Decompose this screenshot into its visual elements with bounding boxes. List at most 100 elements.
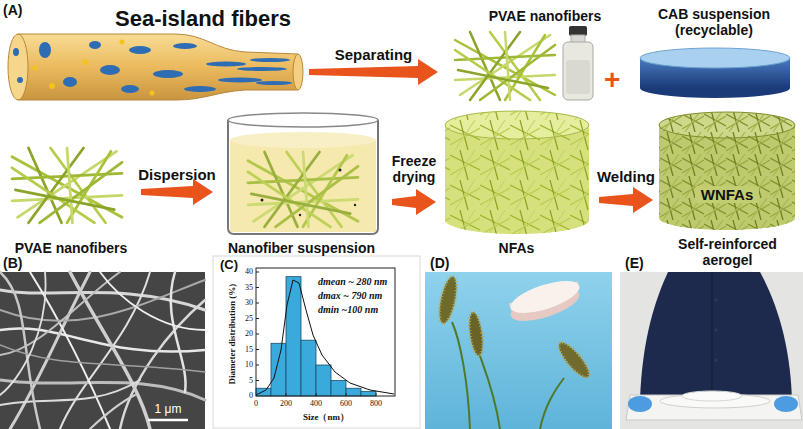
sea-island-fiber-part xyxy=(33,40,155,96)
sea-island-fiber-part-part xyxy=(63,77,77,87)
chart-text: 5 xyxy=(249,376,253,385)
sem-image-part-part xyxy=(0,272,46,395)
beaker-part xyxy=(248,152,358,227)
handheld-photo-part xyxy=(628,396,652,412)
sea-island-fiber-part-part xyxy=(218,78,262,83)
sem-image-part-part xyxy=(100,272,205,330)
handheld-photo-part xyxy=(640,272,792,400)
chart-text: 0 xyxy=(249,391,253,400)
sea-island-fiber-part-part xyxy=(250,58,290,62)
histogram-part-part xyxy=(256,334,259,335)
histogram-part-part xyxy=(256,349,259,350)
sea-island-fiber-part-part xyxy=(129,46,151,54)
process-node: WNFAsSelf-reinforced aerogel xyxy=(655,110,800,270)
beaker-part-part xyxy=(354,204,356,206)
sea-island-fiber-part-part xyxy=(82,59,88,65)
process-node: CAB suspension (recyclable) xyxy=(628,2,800,102)
sea-island-fiber-part-part xyxy=(17,77,23,83)
handheld-photo-part-part xyxy=(714,328,717,331)
sea-island-fiber-part xyxy=(293,54,303,90)
panel-label: + xyxy=(604,64,620,96)
histogram-part-part xyxy=(256,287,259,288)
handheld-photo-part xyxy=(774,396,798,412)
beaker-part xyxy=(228,120,378,234)
sea-island-fiber-part-part xyxy=(184,86,216,92)
handheld-photo-part xyxy=(711,272,713,400)
sem-image-part xyxy=(0,272,205,429)
histogram-part-part xyxy=(331,381,346,397)
chart-text: 15 xyxy=(245,345,253,354)
sea-island-fiber-part-part xyxy=(256,81,292,85)
chart-text: dmax ~ 790 nm xyxy=(318,290,382,302)
sem-image-part-part xyxy=(30,272,110,429)
histogram-part-part xyxy=(256,365,259,366)
foxtail-photo-part xyxy=(425,272,612,429)
chart-text: dmin ~100 nm xyxy=(318,304,378,316)
panel-label: (E) xyxy=(625,255,644,271)
sea-island-fiber-part-part xyxy=(206,61,246,66)
sem-image-part-part xyxy=(90,395,135,429)
histogram xyxy=(213,256,420,428)
chart-text: 400 xyxy=(310,399,322,408)
node-title: NFAs xyxy=(438,240,595,256)
nfa-cylinder-part xyxy=(445,111,589,139)
process-arrow xyxy=(392,189,436,215)
beaker-part-part xyxy=(299,214,301,216)
beaker-part xyxy=(230,140,376,232)
sem-image-part-part xyxy=(0,272,120,355)
histogram-part xyxy=(256,268,395,396)
panel-label: (D) xyxy=(430,255,449,271)
node-title: PVAE nanofibers xyxy=(480,8,610,24)
node-title: WNFAs xyxy=(695,186,759,203)
histogram-part-part xyxy=(316,365,331,396)
axis-title: Diameter distribution (%) xyxy=(227,284,237,385)
sea-island-fiber-part-part xyxy=(33,66,38,71)
foxtail-photo-part-part xyxy=(452,322,470,429)
nfa-cylinder-part xyxy=(445,111,589,139)
process-node: Sea-island fibers xyxy=(5,2,307,105)
process-node: Nanofiber suspension xyxy=(215,115,390,258)
sea-island-fiber-part-part xyxy=(100,65,120,75)
sem-image-part-part xyxy=(0,380,140,405)
bottle xyxy=(563,26,593,100)
node-title: PVAE nanofibers xyxy=(5,240,137,256)
arrow-label: Welding xyxy=(591,168,661,185)
histogram-part-part xyxy=(256,380,259,381)
chart-text: 600 xyxy=(340,399,352,408)
histogram-part-part xyxy=(286,393,287,396)
chart-text: 40 xyxy=(245,267,253,276)
arrow-label: Separating xyxy=(324,46,424,63)
histogram-part-part xyxy=(361,391,376,396)
panel-label: (A) xyxy=(3,2,22,18)
chart-text: 20 xyxy=(245,329,253,338)
handheld-photo-part xyxy=(682,391,742,401)
sea-island-fiber-part xyxy=(18,34,298,100)
process-node: PVAE nanofibers xyxy=(5,118,139,258)
panel-label: 1 μm xyxy=(153,403,184,417)
sem-image-part xyxy=(0,272,205,429)
handheld-photo-part-part xyxy=(714,298,717,301)
chart-text: 35 xyxy=(245,283,253,292)
panel-label: (B) xyxy=(3,255,22,271)
chart-text: 200 xyxy=(280,399,292,408)
histogram-part-part xyxy=(376,393,377,396)
histogram-part-part xyxy=(346,388,361,396)
handheld-photo xyxy=(620,272,803,429)
sem-image-part-part xyxy=(0,272,40,429)
chart-text: 10 xyxy=(245,360,253,369)
node-caption: Self-reinforced aerogel xyxy=(665,236,790,268)
chart-text: dmean ~ 280 nm xyxy=(318,276,387,288)
foxtail-photo-part xyxy=(507,274,583,319)
sea-island-fiber-part xyxy=(8,34,28,100)
handheld-photo-part xyxy=(620,272,803,429)
nfa-cylinder xyxy=(445,111,589,234)
histogram-part-part xyxy=(256,388,271,396)
sea-island-fiber-part-part xyxy=(13,48,19,56)
sea-island-fiber-part-part xyxy=(173,43,197,49)
foxtail-photo xyxy=(425,272,612,429)
sea-island-fiber-part-part xyxy=(153,70,183,78)
sea-island-fiber-part-part xyxy=(150,91,155,96)
wnfa-cylinder-part xyxy=(659,125,795,230)
